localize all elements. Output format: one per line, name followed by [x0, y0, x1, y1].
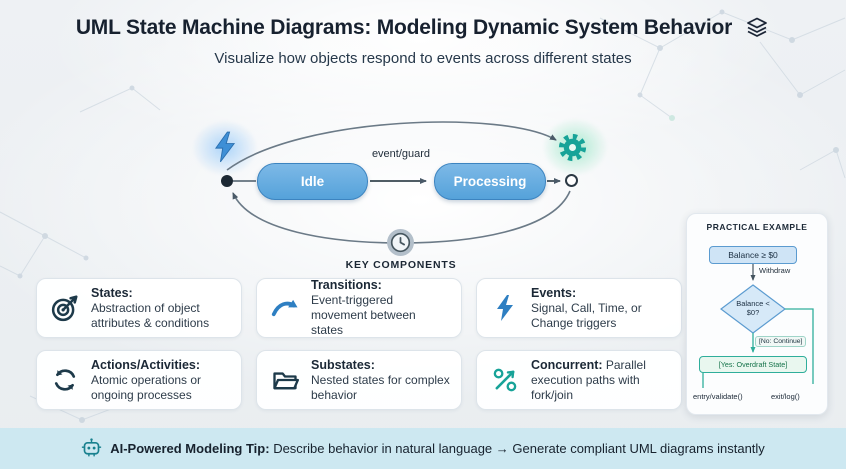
card-title: Substates:	[311, 357, 375, 372]
card-title: Concurrent:	[531, 357, 603, 372]
card-actions-activities: Actions/Activities: Atomic operations or…	[36, 350, 242, 410]
flow-decision-label: Balance < $0?	[736, 299, 770, 317]
flow-exit-action: exit/log()	[771, 392, 800, 401]
card-description: Signal, Call, Time, or Change triggers	[531, 300, 642, 330]
target-icon	[49, 293, 81, 323]
card-events: Events: Signal, Call, Time, or Change tr…	[476, 278, 682, 338]
card-description: Event-triggered movement between states	[311, 293, 416, 337]
example-flow-connectors	[702, 264, 814, 388]
card-substates: Substates: Nested states for complex beh…	[256, 350, 462, 410]
page-subtitle: Visualize how objects respond to events …	[214, 50, 632, 67]
flow-start-state: Balance ≥ $0	[709, 246, 797, 264]
clock-icon	[386, 228, 415, 257]
card-concurrent: Concurrent: Parallel execution paths wit…	[476, 350, 682, 410]
lightning-icon	[211, 131, 239, 163]
key-components-grid: States: Abstraction of object attributes…	[36, 278, 682, 410]
card-description-text: Parallel execution paths with fork/join	[531, 357, 646, 402]
card-text: Concurrent: Parallel execution paths wit…	[531, 358, 671, 403]
lightning-icon	[489, 294, 521, 322]
footer-tip-rest: Describe behavior in natural language → …	[273, 441, 765, 456]
card-title: States:	[91, 285, 133, 300]
card-text: States: Abstraction of object attributes…	[91, 286, 231, 331]
card-text: Events: Signal, Call, Time, or Change tr…	[531, 286, 671, 331]
card-description: Nested states for complex behavior	[311, 372, 450, 402]
card-description: Abstraction of object attributes & condi…	[91, 300, 210, 330]
flow-no-branch-label: [No: Continue]	[755, 336, 807, 347]
panel-title: PRACTICAL EXAMPLE	[706, 222, 808, 232]
initial-state-node	[221, 175, 233, 187]
gear-icon	[556, 131, 589, 164]
footer-tip-bar: AI-Powered Modeling Tip: Describe behavi…	[0, 428, 846, 469]
layers-icon	[744, 16, 770, 40]
flow-event-label: Withdraw	[759, 266, 791, 275]
robot-icon	[81, 438, 102, 459]
fork-join-icon	[489, 366, 521, 394]
card-description: Atomic operations or ongoing processes	[91, 372, 202, 402]
card-transitions: Transitions: Event-triggered movement be…	[256, 278, 462, 338]
practical-example-panel: PRACTICAL EXAMPLE Balance ≥ $0 Withdraw …	[686, 213, 828, 415]
flow-yes-state: [Yes: Overdraft State]	[699, 356, 807, 373]
transition-arrow-icon	[269, 293, 301, 323]
final-state-node	[565, 174, 578, 187]
card-description: Concurrent: Parallel execution paths wit…	[531, 358, 671, 403]
card-title: Events:	[531, 285, 577, 300]
card-text: Substates: Nested states for complex beh…	[311, 358, 451, 403]
card-text: Transitions: Event-triggered movement be…	[311, 278, 451, 338]
key-components-caption: KEY COMPONENTS	[345, 259, 457, 271]
state-idle: Idle	[257, 163, 368, 200]
card-text: Actions/Activities: Atomic operations or…	[91, 358, 231, 403]
cycle-icon	[49, 366, 81, 394]
transition-label: event/guard	[371, 148, 431, 160]
footer-tip-bold: AI-Powered Modeling Tip:	[110, 441, 270, 456]
header: UML State Machine Diagrams: Modeling Dyn…	[0, 16, 846, 40]
card-title: Transitions:	[311, 278, 382, 292]
state-idle-label: Idle	[300, 174, 325, 189]
footer-tip-text: AI-Powered Modeling Tip: Describe behavi…	[110, 441, 765, 456]
card-title: Actions/Activities:	[91, 357, 201, 372]
state-processing: Processing	[434, 163, 546, 200]
page-title: UML State Machine Diagrams: Modeling Dyn…	[75, 16, 733, 39]
card-states: States: Abstraction of object attributes…	[36, 278, 242, 338]
state-processing-label: Processing	[453, 174, 527, 189]
flow-entry-action: entry/validate()	[693, 392, 743, 401]
folder-icon	[269, 366, 301, 394]
